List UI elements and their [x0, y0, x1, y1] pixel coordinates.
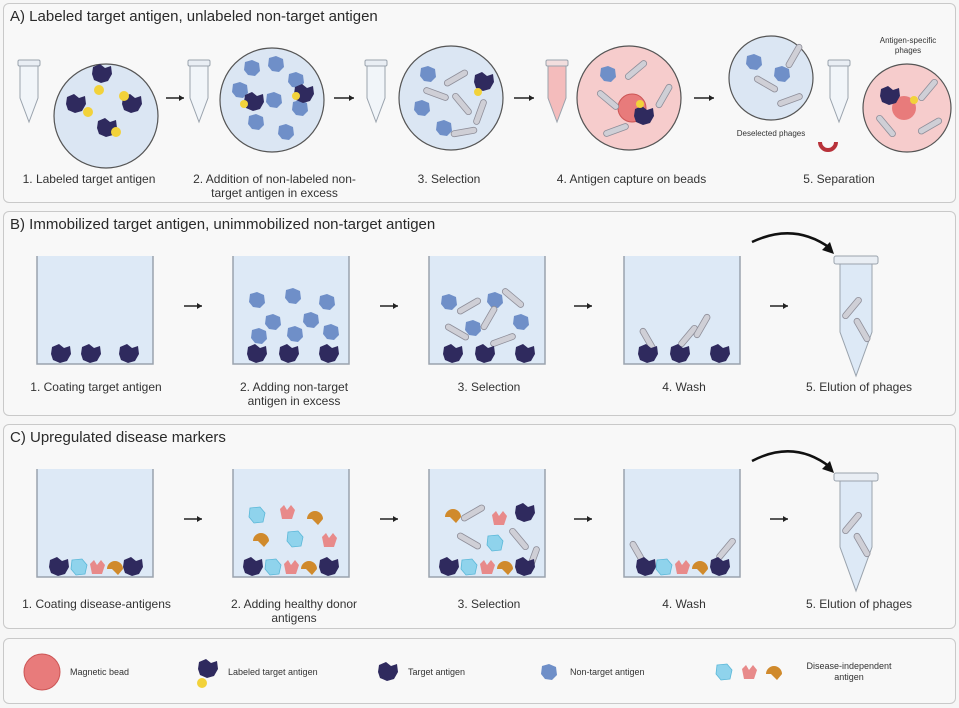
legend-icons — [23, 653, 782, 691]
panel-b-illustration — [36, 232, 879, 378]
a-step2-tube — [187, 59, 211, 123]
a-step3-tube — [364, 59, 388, 123]
a-step5-tube — [827, 59, 851, 123]
disease-independent-antigen-icon — [715, 663, 782, 681]
b-step3-label: 3. Selection — [457, 380, 521, 394]
a-step2-antigens — [232, 56, 314, 140]
panel-a: A) Labeled target antigen, unlabeled non… — [3, 3, 956, 203]
legend-target: Target antigen — [408, 667, 466, 677]
c-elution-tube — [833, 472, 879, 593]
a-step4-label: 4. Antigen capture on beads — [556, 172, 707, 186]
b-step1-label: 1. Coating target antigen — [30, 380, 162, 394]
a-step1-zoom-circle — [53, 63, 159, 169]
b-step2-label: 2. Adding non-target antigen in excess — [239, 380, 349, 408]
c-step2-label: 2. Adding healthy donor antigens — [230, 597, 358, 625]
b-step4-label: 4. Wash — [662, 380, 706, 394]
b-well-4 — [623, 255, 741, 365]
a-step5-specific-content — [874, 77, 944, 139]
c-well-3 — [428, 468, 546, 578]
non-target-antigen-icon — [541, 664, 557, 680]
a-step4-tube — [545, 59, 569, 124]
a-step3-label: 3. Selection — [417, 172, 481, 186]
magnet-icon — [818, 141, 838, 152]
b-elution-tube — [833, 255, 879, 378]
target-antigen-icon — [378, 662, 398, 681]
panel-c-illustration — [36, 450, 879, 593]
deselected-phages-label: Deselected phages — [736, 129, 806, 138]
panel-c-title: C) Upregulated disease markers — [10, 429, 226, 446]
a-step1-tube — [17, 59, 41, 123]
legend-magnetic-bead: Magnetic bead — [70, 667, 130, 677]
a-step4-bead-capture — [595, 58, 674, 138]
c-step5-label: 5. Elution of phages — [805, 597, 913, 611]
b-well-2 — [232, 255, 350, 365]
panel-a-illustration — [17, 35, 952, 169]
a-step3-mix — [414, 66, 494, 138]
curved-arrow-c — [751, 450, 831, 468]
a-step1-antigens — [66, 64, 142, 137]
magnetic-bead-icon — [23, 653, 61, 691]
labeled-target-antigen-icon — [197, 659, 218, 688]
panel-a-title: A) Labeled target antigen, unlabeled non… — [10, 8, 378, 25]
legend-labeled-target: Labeled target antigen — [228, 667, 318, 677]
a-step1-label: 1. Labeled target antigen — [22, 172, 156, 186]
b-well-3 — [428, 255, 546, 365]
panel-c: C) Upregulated disease markers — [3, 424, 956, 629]
b-well-1 — [36, 255, 154, 365]
a-step2-label: 2. Addition of non-labeled non-target an… — [193, 172, 356, 200]
legend-panel: Magnetic bead Labeled target antigen Tar… — [3, 638, 956, 704]
panel-b-title: B) Immobilized target antigen, unimmobil… — [10, 216, 436, 233]
curved-arrow-b — [751, 232, 831, 250]
c-step4-label: 4. Wash — [662, 597, 706, 611]
legend-disease-independent: Disease-independent antigen — [806, 661, 892, 682]
c-well-1 — [36, 468, 154, 578]
legend-non-target: Non-target antigen — [570, 667, 645, 677]
c-well-4 — [623, 468, 741, 578]
a-step5-label: 5. Separation — [803, 172, 875, 186]
b-step5-label: 5. Elution of phages — [805, 380, 913, 394]
c-step1-label: 1. Coating disease-antigens — [22, 597, 171, 611]
antigen-specific-phages-label: Antigen-specific phages — [879, 36, 937, 55]
c-step3-label: 3. Selection — [457, 597, 521, 611]
c-well-2 — [232, 468, 350, 578]
panel-b: B) Immobilized target antigen, unimmobil… — [3, 211, 956, 416]
